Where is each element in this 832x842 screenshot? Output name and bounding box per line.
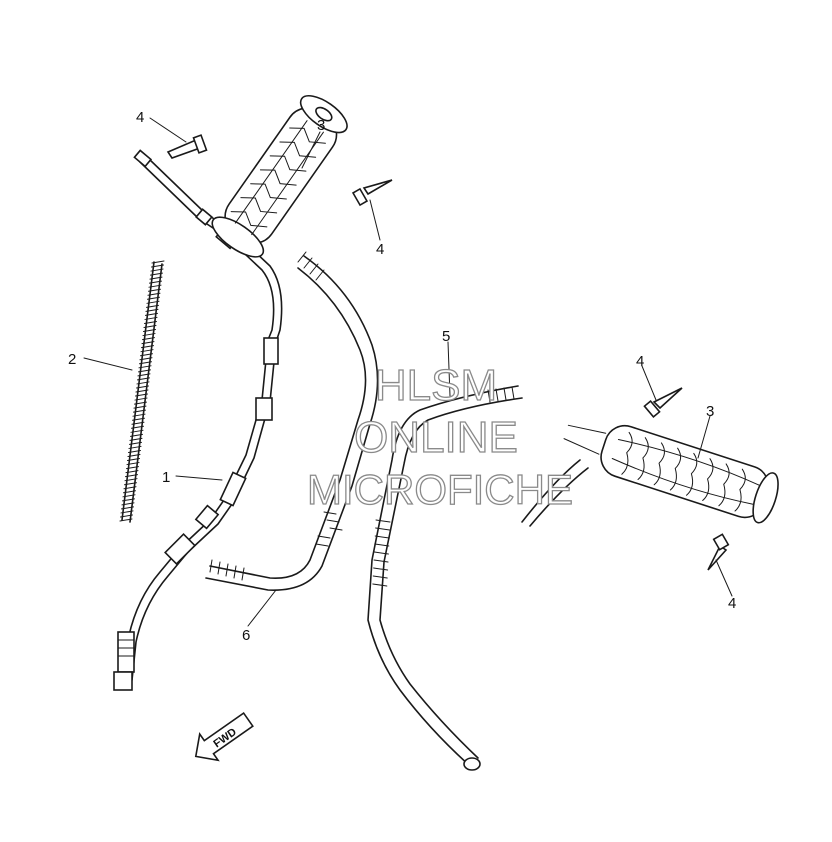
callout-5: 5	[442, 328, 450, 345]
rivet-4b	[351, 179, 393, 207]
callout-3-upper: 3	[317, 117, 325, 134]
callout-2: 2	[68, 351, 76, 368]
callout-4-upper-right: 4	[376, 241, 384, 258]
throttle-cable-part-1	[113, 149, 283, 691]
fwd-arrow-icon: FWD	[194, 711, 254, 762]
callout-6: 6	[242, 627, 250, 644]
watermark-line-3: MICROFICHE	[307, 466, 573, 513]
cable-part-6	[205, 251, 379, 591]
callout-3-lower: 3	[706, 403, 714, 420]
lower-grip-cable	[521, 459, 581, 523]
rivet-4d	[707, 533, 730, 571]
callout-4-lower-bottom: 4	[728, 595, 736, 612]
grip-upper-part-3	[211, 94, 348, 258]
leader-lines	[83, 117, 733, 627]
callout-4-lower-top: 4	[636, 353, 644, 370]
cable-part-5	[367, 385, 523, 771]
rivet-4c	[643, 387, 683, 419]
watermark-line-1: HLSM	[375, 361, 497, 410]
watermark: HLSM ONLINE MICROFICHE	[306, 360, 573, 513]
callout-1: 1	[162, 469, 170, 486]
rivet-4a	[166, 134, 208, 159]
grip-lower-part-3	[563, 424, 779, 524]
watermark-line-2: ONLINE	[354, 413, 518, 462]
spring-part-2	[119, 260, 165, 523]
callout-4-upper-left: 4	[136, 109, 144, 126]
